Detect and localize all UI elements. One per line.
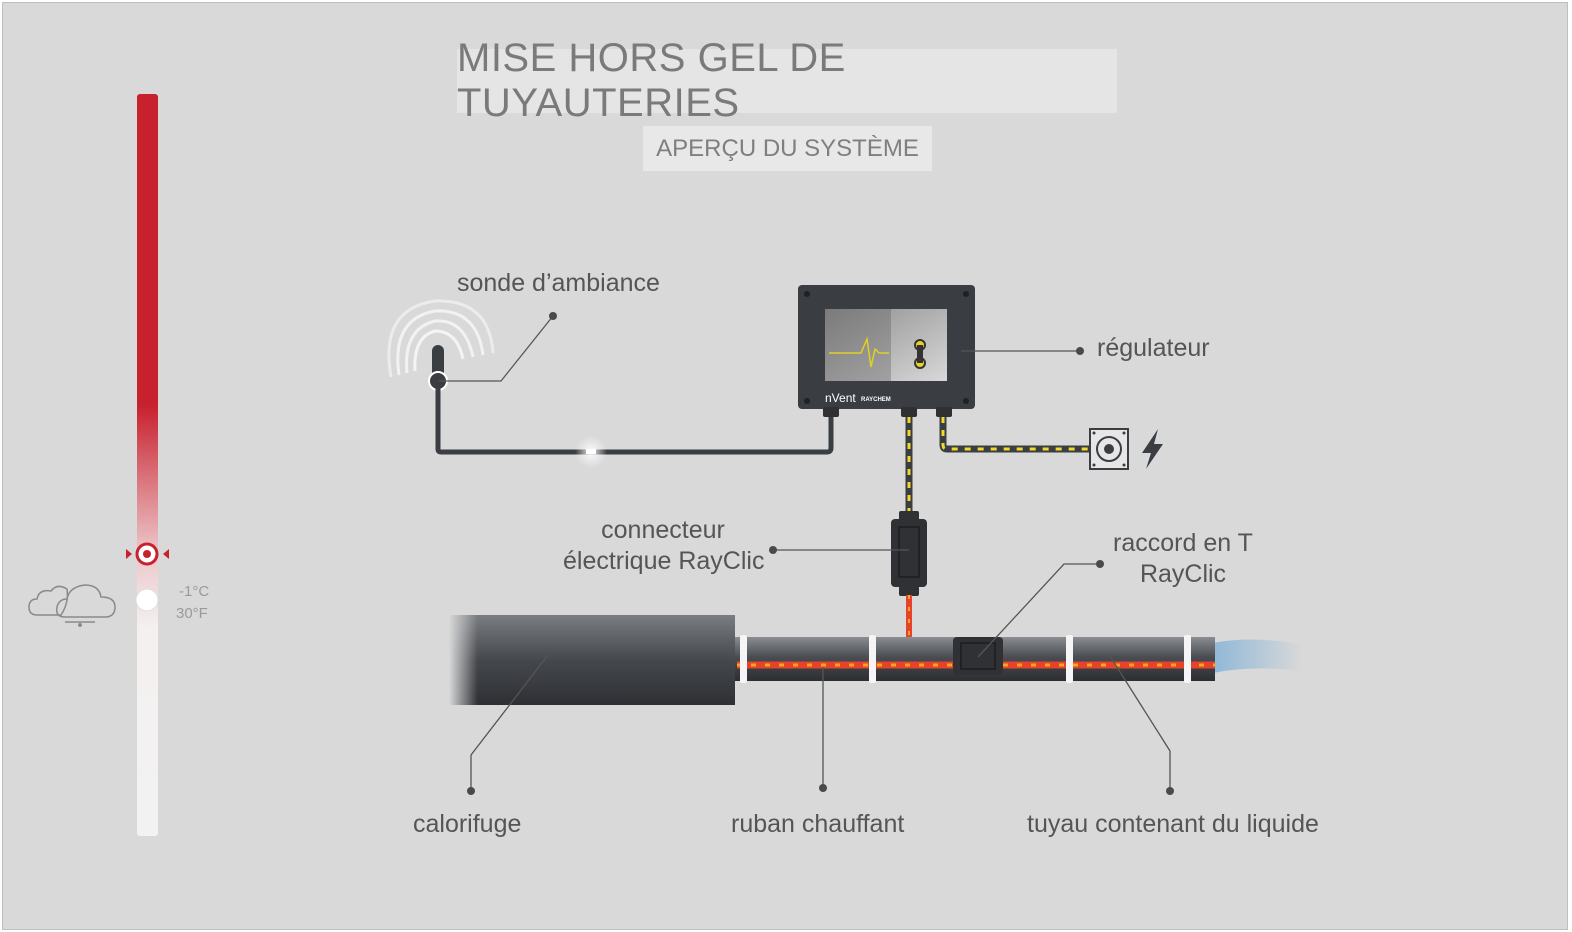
- cloud-snow-icon: [28, 584, 116, 627]
- label-controller: régulateur: [1097, 334, 1210, 362]
- label-tee-line1: raccord en T: [1113, 529, 1253, 557]
- power-outlet-icon: [1089, 428, 1129, 470]
- system-diagram: nVent RAYCHEM: [28, 94, 1303, 836]
- insulation: [449, 615, 735, 705]
- label-pipe: tuyau contenant du liquide: [1027, 810, 1319, 838]
- label-tee: raccord en T RayClic: [1103, 528, 1263, 590]
- controller-unit: nVent RAYCHEM: [798, 285, 975, 417]
- setpoint-marker[interactable]: [126, 542, 169, 566]
- label-connector-line1: connecteur: [601, 516, 725, 544]
- page-title: MISE HORS GEL DE TUYAUTERIES: [457, 36, 1117, 125]
- rayclic-connector: [891, 511, 927, 596]
- controller-logo: nVent: [825, 391, 856, 405]
- label-insulation: calorifuge: [413, 810, 522, 838]
- rayclic-tee: [953, 637, 1003, 675]
- power-cable: [939, 417, 1091, 453]
- temp-fahrenheit: 30°F: [176, 605, 208, 622]
- controller-product: RAYCHEM: [861, 397, 891, 403]
- temp-celsius: -1°C: [179, 583, 210, 600]
- label-sensor: sonde d’ambiance: [457, 269, 660, 297]
- liquid-flow: [1213, 639, 1303, 673]
- current-temp-knob: [135, 588, 159, 612]
- label-connector-line2: électrique RayClic: [563, 547, 765, 575]
- pipe-clips: [740, 635, 1191, 683]
- leader-lines: [439, 312, 1174, 795]
- ambient-sensor: [387, 299, 495, 391]
- label-tee-line2: RayClic: [1139, 560, 1227, 588]
- page-subtitle: APERÇU DU SYSTÈME: [643, 126, 932, 171]
- lightning-icon: [1142, 429, 1163, 469]
- sensor-cable: [435, 387, 834, 455]
- thermometer: [126, 94, 169, 836]
- controller-screen: [825, 309, 947, 381]
- label-connector: connecteur électrique RayClic: [563, 515, 765, 577]
- label-heating-cable: ruban chauffant: [731, 810, 905, 838]
- thermometer-track: [137, 94, 158, 836]
